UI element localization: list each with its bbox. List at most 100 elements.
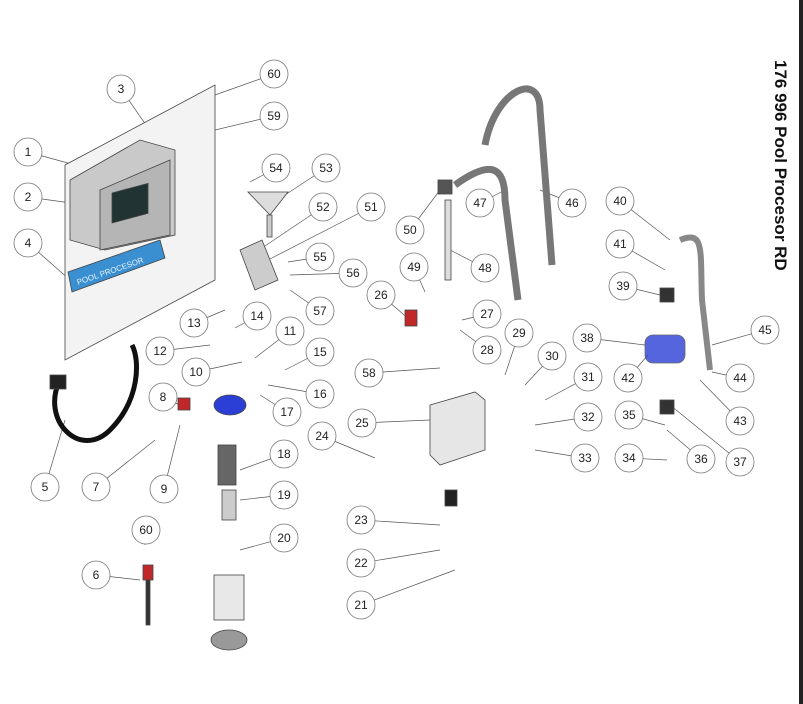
callout-circle bbox=[106, 74, 136, 104]
callout-9: 9 bbox=[149, 474, 179, 504]
callout-27: 27 bbox=[472, 299, 502, 329]
funnel bbox=[247, 191, 289, 216]
callout-circle bbox=[311, 153, 341, 183]
callout-circle bbox=[573, 402, 603, 432]
callout-circle bbox=[347, 408, 377, 438]
callout-circle bbox=[261, 153, 291, 183]
filter-element bbox=[217, 444, 237, 486]
callout-circle bbox=[305, 242, 335, 272]
bowl-ring bbox=[210, 629, 248, 651]
callout-number: 60 bbox=[267, 67, 281, 81]
callout-circle bbox=[725, 363, 755, 393]
callout-number: 20 bbox=[277, 531, 291, 545]
callout-number: 23 bbox=[354, 513, 368, 527]
callout-2: 2 bbox=[13, 182, 43, 212]
blue-cap bbox=[213, 394, 247, 416]
hose-47 bbox=[452, 165, 522, 301]
callout-circle bbox=[399, 252, 429, 282]
callout-number: 41 bbox=[613, 237, 627, 251]
callout-number: 25 bbox=[355, 416, 369, 430]
callout-circle bbox=[259, 59, 289, 89]
callout-number: 54 bbox=[269, 161, 283, 175]
callout-number: 16 bbox=[313, 387, 327, 401]
callout-38: 38 bbox=[572, 323, 602, 353]
callout-circle bbox=[395, 215, 425, 245]
callout-28: 28 bbox=[472, 335, 502, 365]
callout-number: 38 bbox=[580, 331, 594, 345]
callout-circle bbox=[13, 182, 43, 212]
callout-17: 17 bbox=[272, 397, 302, 427]
callout-number: 14 bbox=[250, 309, 264, 323]
callout-circle bbox=[686, 444, 716, 474]
callout-circle bbox=[308, 192, 338, 222]
callout-circle bbox=[81, 472, 111, 502]
callout-number: 9 bbox=[161, 482, 168, 496]
callout-number: 11 bbox=[284, 324, 297, 338]
callout-number: 18 bbox=[277, 447, 291, 461]
callout-circle bbox=[131, 515, 161, 545]
callout-circle bbox=[148, 382, 178, 412]
callout-circle bbox=[346, 590, 376, 620]
power-cable bbox=[52, 343, 139, 443]
callout-circle bbox=[472, 299, 502, 329]
callout-37: 37 bbox=[725, 447, 755, 477]
callout-number: 44 bbox=[733, 371, 747, 385]
callout-number: 28 bbox=[480, 343, 494, 357]
callout-number: 48 bbox=[478, 261, 492, 275]
callout-circle bbox=[269, 480, 299, 510]
callout-circle bbox=[572, 323, 602, 353]
callout-number: 4 bbox=[25, 236, 32, 250]
hose-46 bbox=[481, 85, 556, 266]
callout-number: 37 bbox=[733, 455, 747, 469]
callout-59: 59 bbox=[259, 101, 289, 131]
callout-circle bbox=[366, 280, 396, 310]
callout-number: 35 bbox=[622, 408, 636, 422]
callout-number: 58 bbox=[362, 366, 376, 380]
callout-circle bbox=[356, 192, 386, 222]
callout-number: 17 bbox=[280, 405, 294, 419]
callout-5: 5 bbox=[30, 472, 60, 502]
callout-circle bbox=[259, 101, 289, 131]
callout-50: 50 bbox=[395, 215, 425, 245]
callout-circle bbox=[30, 472, 60, 502]
callout-number: 31 bbox=[581, 370, 595, 384]
callout-40: 40 bbox=[605, 186, 635, 216]
callout-number: 1 bbox=[25, 145, 32, 159]
callout-47: 47 bbox=[465, 188, 495, 218]
callout-29: 29 bbox=[504, 318, 534, 348]
callout-circle bbox=[13, 137, 43, 167]
callout-number: 43 bbox=[733, 414, 747, 428]
drawing-title: 176 996 Pool Procesor RD bbox=[771, 60, 790, 271]
callout-number: 50 bbox=[403, 223, 417, 237]
hose-45 bbox=[678, 234, 713, 371]
callout-15: 15 bbox=[305, 337, 335, 367]
callout-number: 45 bbox=[758, 323, 772, 337]
callout-number: 52 bbox=[316, 200, 330, 214]
callout-circle bbox=[149, 474, 179, 504]
callout-1: 1 bbox=[13, 137, 43, 167]
callout-number: 53 bbox=[319, 161, 333, 175]
callout-60: 60 bbox=[131, 515, 161, 545]
callout-34: 34 bbox=[614, 443, 644, 473]
callout-circle bbox=[725, 447, 755, 477]
callout-number: 56 bbox=[346, 266, 360, 280]
callout-circle bbox=[346, 548, 376, 578]
callout-circle bbox=[605, 186, 635, 216]
callout-number: 33 bbox=[578, 451, 592, 465]
callout-number: 26 bbox=[374, 288, 388, 302]
callout-14: 14 bbox=[242, 301, 272, 331]
callout-8: 8 bbox=[148, 382, 178, 412]
callout-number: 49 bbox=[407, 260, 421, 274]
valve-42 bbox=[644, 334, 686, 364]
callout-number: 36 bbox=[694, 452, 708, 466]
callout-circle bbox=[472, 335, 502, 365]
callout-26: 26 bbox=[366, 280, 396, 310]
callout-circle bbox=[608, 271, 638, 301]
callout-number: 46 bbox=[565, 196, 579, 210]
page-edge bbox=[799, 0, 803, 704]
callout-number: 29 bbox=[512, 326, 526, 340]
callout-number: 34 bbox=[622, 451, 636, 465]
callout-number: 8 bbox=[160, 390, 167, 404]
probe-6 bbox=[142, 564, 154, 581]
